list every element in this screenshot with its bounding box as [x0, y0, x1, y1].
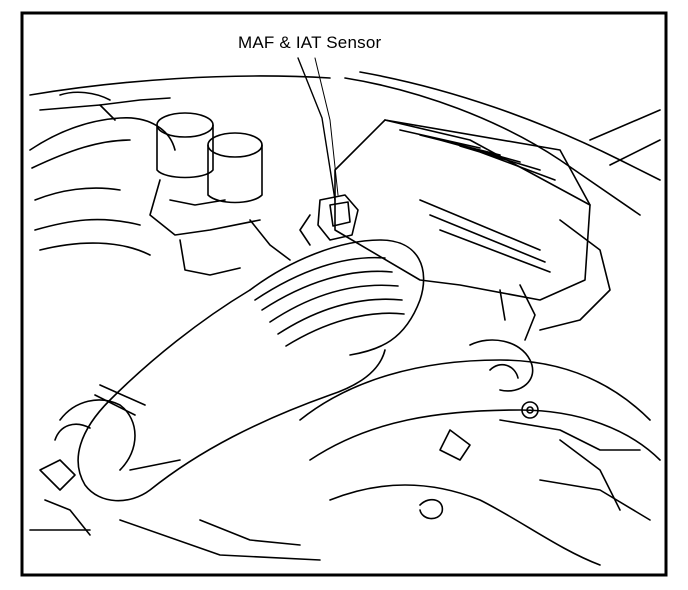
figure-border [20, 11, 668, 577]
air-filter-box [334, 119, 591, 301]
callout-leader-line [297, 57, 336, 201]
callout-label: MAF & IAT Sensor [238, 33, 382, 52]
intake-duct [249, 239, 425, 356]
maf-iat-sensor-body [317, 194, 359, 241]
